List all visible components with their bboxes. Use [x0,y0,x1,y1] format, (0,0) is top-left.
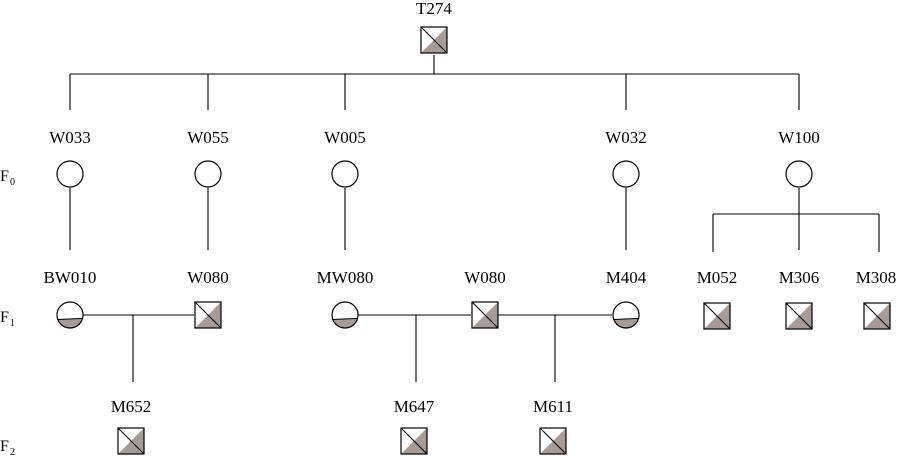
generation-label: F [0,309,9,326]
symbol-m308 [863,302,891,330]
symbol-m306 [785,302,813,330]
symbol-w080b [471,301,499,329]
label-m308: M308 [856,268,897,287]
connector-lines [69,55,880,382]
individual-labels: T274 W033 W055 W005 W032 W100 BW010 W080… [44,0,897,416]
generation-subscript: 0 [10,177,15,188]
symbol-w100 [785,160,813,188]
label-w033: W033 [49,128,91,147]
label-w005: W005 [324,128,366,147]
generation-subscript: 1 [10,318,15,329]
symbol-m652 [117,427,145,455]
label-m306: M306 [779,268,820,287]
symbol-m052 [703,302,731,330]
label-m652: M652 [111,397,152,416]
label-w080: W080 [187,268,229,287]
label-w032: W032 [605,128,647,147]
symbol-w080a [194,301,222,329]
symbol-m611 [539,427,567,455]
symbol-t274 [420,26,448,54]
symbol-m404 [612,301,640,329]
symbol-mw080 [331,301,359,329]
symbol-m647 [400,427,428,455]
symbol-bw010 [56,301,84,329]
label-w080: W080 [464,268,506,287]
generation-labels: F 0 F 1 F 2 [0,168,15,457]
generation-label: F [0,168,9,185]
pedigree-symbols [56,26,891,455]
label-m647: M647 [394,397,435,416]
symbol-w033 [56,160,84,188]
label-w100: W100 [778,128,820,147]
label-bw010: BW010 [44,268,97,287]
generation-subscript: 2 [10,447,15,457]
generation-label: F [0,438,9,455]
symbol-w032 [612,160,640,188]
label-m611: M611 [533,397,573,416]
symbol-w055 [194,160,222,188]
label-t274: T274 [416,0,452,18]
symbol-w005 [331,160,359,188]
label-mw080: MW080 [317,268,374,287]
label-m404: M404 [606,268,647,287]
label-m052: M052 [697,268,738,287]
label-w055: W055 [187,128,229,147]
